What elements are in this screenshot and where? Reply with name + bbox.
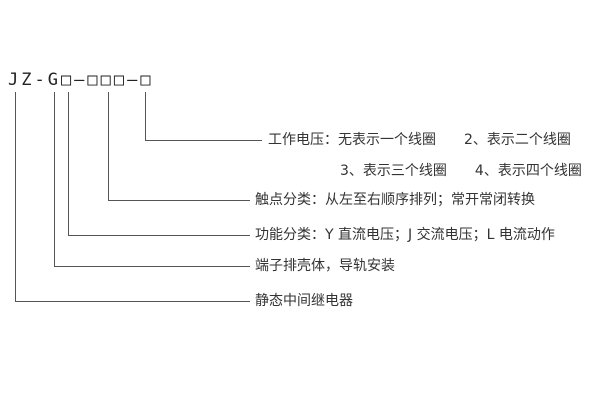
label-housing: 端子排壳体，导轨安装 xyxy=(255,258,395,274)
connector-hline-contact-classification xyxy=(108,200,250,201)
label-working-voltage-line2: 3、表示三个线圈 4、表示四个线圈 xyxy=(340,163,582,179)
connector-hline-housing xyxy=(54,266,250,267)
connector-vline-contact-classification xyxy=(108,92,109,200)
connector-vline-relay-type xyxy=(15,92,16,301)
label-working-voltage-line1: 工作电压：无表示一个线圈 2、表示二个线圈 xyxy=(268,132,571,148)
model-code: JZ-G□—□□□—□ xyxy=(8,70,154,90)
connector-hline-working-voltage xyxy=(145,140,262,141)
connector-hline-relay-type xyxy=(15,301,250,302)
connector-vline-housing xyxy=(54,92,55,266)
label-relay-type: 静态中间继电器 xyxy=(255,293,353,309)
label-function-classification: 功能分类：Y 直流电压；J 交流电压；L 电流动作 xyxy=(255,227,555,243)
connector-hline-function-classification xyxy=(68,235,250,236)
connector-vline-working-voltage xyxy=(145,92,146,140)
connector-vline-function-classification xyxy=(68,92,69,235)
label-contact-classification: 触点分类：从左至右顺序排列；常开常闭转换 xyxy=(255,192,535,208)
